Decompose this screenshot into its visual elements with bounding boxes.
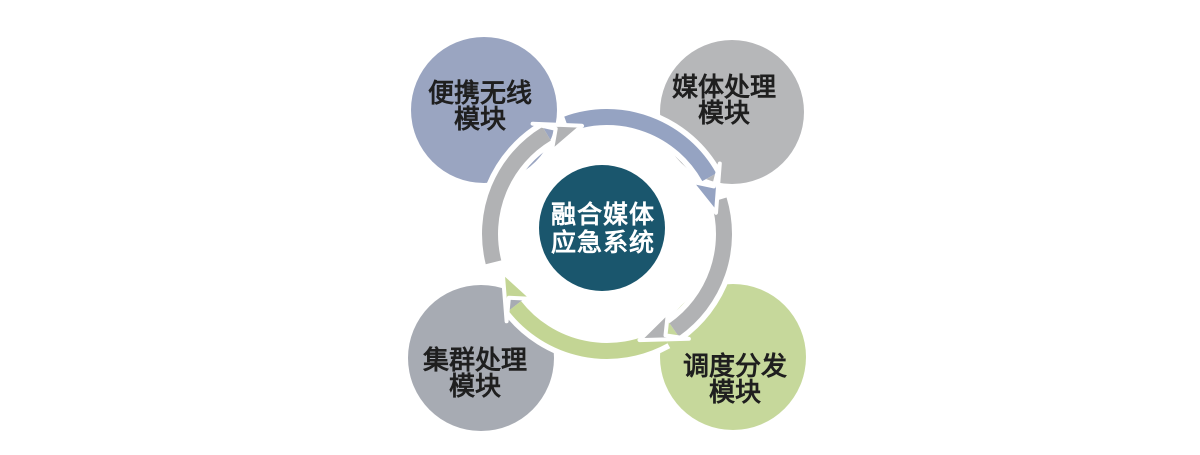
node-label-line: 模块 bbox=[453, 105, 507, 135]
arrow-top-rightward-arrowhead bbox=[689, 161, 722, 215]
node-label-line: 便携无线 bbox=[427, 79, 533, 109]
arrow-right-downward-arc bbox=[669, 197, 732, 337]
arrow-left-upward-arc bbox=[482, 126, 551, 265]
arrow-top-rightward-arc bbox=[564, 109, 717, 182]
node-label-dispatch-distribution: 调度分发 模块 bbox=[683, 354, 787, 406]
converged-media-emergency-system-circle bbox=[539, 165, 665, 291]
arrow-bottom-leftward-arrowhead bbox=[500, 270, 535, 324]
arrow-bottom-leftward-arc bbox=[508, 300, 668, 359]
node-label-line: 调度分发 bbox=[682, 352, 788, 382]
node-label-line: 集群处理 bbox=[422, 346, 528, 376]
node-label-cluster-processing: 集群处理 模块 bbox=[423, 348, 527, 400]
node-label-line: 模块 bbox=[697, 99, 751, 129]
center-label-line: 应急系统 bbox=[550, 228, 656, 257]
center-label-line: 融合媒体 bbox=[550, 200, 656, 229]
node-label-media-processing: 媒体处理 模块 bbox=[672, 75, 776, 127]
node-label-portable-wireless: 便携无线 模块 bbox=[428, 81, 532, 133]
node-label-line: 模块 bbox=[448, 372, 502, 402]
center-node-label: 融合媒体 应急系统 bbox=[551, 201, 655, 257]
node-label-line: 媒体处理 bbox=[671, 73, 777, 103]
arrow-right-downward-arrowhead bbox=[637, 310, 691, 343]
arrow-left-upward-arrowhead bbox=[530, 121, 584, 154]
node-label-line: 模块 bbox=[708, 378, 762, 408]
